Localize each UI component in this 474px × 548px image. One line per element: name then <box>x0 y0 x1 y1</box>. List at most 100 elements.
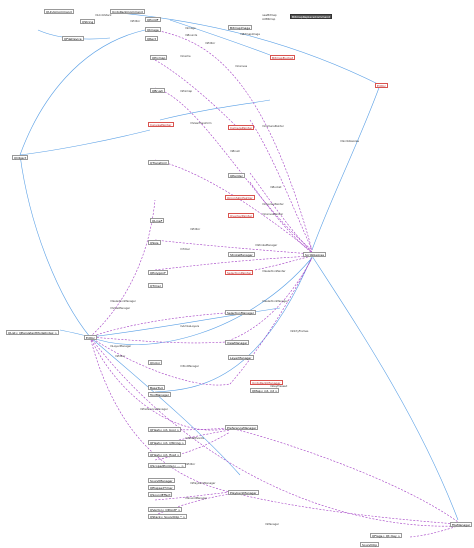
edge <box>169 19 271 56</box>
edge-label: mViewManager <box>110 307 131 310</box>
node-qsize[interactable]: QSize <box>148 240 161 245</box>
edge <box>224 257 313 343</box>
node-layer-manager[interactable]: LayerManager <box>228 355 254 360</box>
edges-blue <box>19 11 459 521</box>
node-undo-redo-command[interactable]: UndoRedoCommand <box>110 9 145 14</box>
node-selection-painter[interactable]: SelectionPainter <box>225 270 254 275</box>
node-qobject[interactable]: QObject <box>12 155 29 160</box>
node-stroke-manager[interactable]: StrokeManager <box>228 252 255 257</box>
node-qhash[interactable]: QHash< int, bool > <box>148 427 182 432</box>
node-file-manager[interactable]: FileManager <box>450 522 473 527</box>
edge-label: mUndoStack <box>95 14 112 17</box>
edge-label: mCanvasPainter <box>262 213 284 216</box>
edge-label: mViewTransform <box>190 122 212 125</box>
edge <box>89 336 241 476</box>
node-undo-redo-manager[interactable]: UndoRedoManager <box>250 380 283 385</box>
edge <box>229 427 459 523</box>
node-selection-manager[interactable]: SelectionManager <box>225 310 256 315</box>
node-sound-manager[interactable]: SoundManager <box>148 478 175 483</box>
edge <box>154 159 313 253</box>
edge <box>154 59 241 131</box>
node-canvas-painter[interactable]: CanvasPainter <box>148 122 174 127</box>
node-base-tool[interactable]: BaseTool <box>148 385 166 390</box>
edge-label: mActiveLayers <box>180 325 200 328</box>
node-qmap[interactable]: QMap< int, int > <box>250 388 280 393</box>
edge-label: mCanvas <box>235 65 248 68</box>
edge-label: mToolManager <box>180 365 199 368</box>
edge <box>249 172 313 253</box>
node-preference-manager[interactable]: PreferenceManager <box>225 425 259 430</box>
edge <box>154 255 313 271</box>
edge-label: mSelectionPainter <box>262 270 286 273</box>
edge <box>249 181 313 254</box>
node-editor[interactable]: Editor <box>84 335 97 340</box>
edge <box>89 336 231 431</box>
edge <box>159 99 271 121</box>
edge <box>109 11 381 86</box>
node-qimage[interactable]: QImage <box>145 27 161 32</box>
node-qpolygon-f[interactable]: QPolygonF <box>148 270 168 275</box>
edge <box>154 427 231 431</box>
edge-label: mEditor <box>185 463 196 466</box>
edge <box>154 87 313 251</box>
edge-label: mLayerManager <box>110 345 132 348</box>
node-view-manager[interactable]: ViewManager <box>225 340 250 345</box>
node-qtimer[interactable]: QTimer <box>148 283 163 288</box>
edge-label: mBounds <box>185 34 198 37</box>
edge <box>254 255 313 271</box>
node-qflags[interactable]: QFlags< Qt::Key > <box>370 533 403 538</box>
node-qpainter[interactable]: QPainter <box>228 173 245 178</box>
edge <box>89 336 226 344</box>
edges-purple <box>89 29 459 538</box>
node-bitmap-bucket[interactable]: BitmapBucket <box>270 55 295 60</box>
node-qhash2[interactable]: QHash< int, QString > <box>148 440 186 445</box>
edge-label: oldBitmap <box>262 18 276 21</box>
edge-label: mEditor <box>190 228 201 231</box>
edge <box>89 199 156 338</box>
edge-label: mEditor <box>205 42 216 45</box>
node-qlist[interactable]: QList< QPersistentModelIndex > <box>6 330 60 335</box>
edge <box>229 257 313 385</box>
edge <box>89 336 231 493</box>
edge <box>19 29 146 156</box>
node-qstring[interactable]: QString <box>80 19 96 24</box>
node-qpixmap[interactable]: QPixmap <box>150 55 168 60</box>
edge-label: mDirtyFrames <box>290 330 309 333</box>
node-qfile-device[interactable]: QFileDevice <box>62 36 84 41</box>
node-overlay-painter[interactable]: OverlayPainter <box>228 213 255 218</box>
edge <box>409 525 459 538</box>
edge <box>311 84 381 251</box>
node-qrect[interactable]: QRect <box>145 36 158 41</box>
edge <box>229 491 459 525</box>
node-qline-f[interactable]: QLineF <box>150 218 165 223</box>
node-editor-top[interactable]: Editor <box>375 83 388 88</box>
edge-label: mOverlayPainter <box>262 203 284 206</box>
edge-label: mPlaybackManager <box>190 482 216 485</box>
node-qelapsed-timer[interactable]: QElapsedTimer <box>148 485 175 490</box>
node-qbrush[interactable]: QBrush <box>150 88 166 93</box>
node-playback-manager[interactable]: PlaybackManager <box>228 490 259 495</box>
edge-label: newBitmap <box>262 14 277 17</box>
node-qscopedpointer[interactable]: QScopedPointer< ... > <box>148 463 186 468</box>
edge-label: mEditor <box>130 20 141 23</box>
node-camera-painter[interactable]: CameraPainter <box>228 125 255 130</box>
node-qvector[interactable]: QVector< QPointF > <box>148 507 183 512</box>
edge-label: mPixmap <box>180 90 193 93</box>
node-onion-skin-painter[interactable]: OnionSkinPainter <box>225 195 255 200</box>
node-sound-clip[interactable]: SoundClip <box>360 542 380 547</box>
node-qundo-command[interactable]: QUndoCommand <box>44 9 74 14</box>
edge-label: mManager <box>265 523 279 526</box>
node-bitmap-image[interactable]: BitmapImage <box>228 25 253 30</box>
node-qtransform[interactable]: QTransform <box>148 160 170 165</box>
node-scribble-area[interactable]: ScribbleArea <box>303 252 327 257</box>
node-qhash3[interactable]: QHash< int, float > <box>148 452 182 457</box>
node-qstack[interactable]: QStack< SoundClip * > <box>148 514 188 519</box>
node-tool-manager[interactable]: ToolManager <box>148 392 171 397</box>
edge-label: mEditor <box>115 355 126 358</box>
edge <box>311 255 459 521</box>
node-qpoint-f[interactable]: QPointF <box>145 17 161 22</box>
node-bitmap-replace-command[interactable]: BitmapReplaceCommand <box>290 14 333 19</box>
node-qsound-effect[interactable]: QSoundEffect <box>148 492 173 497</box>
node-qcolor[interactable]: QColor <box>148 360 163 365</box>
